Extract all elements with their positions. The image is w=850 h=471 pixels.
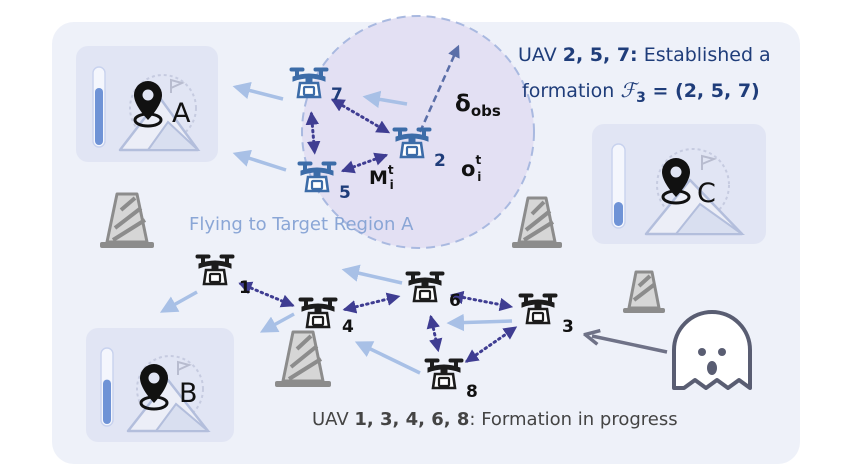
region-label-c: C [697, 178, 716, 209]
caption-uav-ids: 1, 3, 4, 6, 8 [354, 409, 470, 430]
uav-label: 8 [466, 382, 478, 402]
traffic-cone-icon [623, 270, 665, 313]
comm-link-1-4 [238, 281, 295, 308]
region-card-c: C [592, 124, 766, 244]
comm-link-2-5 [340, 152, 389, 174]
established-caption-line2: formation ℱ3 = (2, 5, 7) [522, 78, 760, 106]
comm-link-7-2 [330, 98, 391, 134]
uav-label: 7 [331, 85, 343, 105]
formation-symbol: ℱ [620, 78, 637, 102]
comm-link-4-6 [342, 292, 401, 314]
caption-uav-ids: 2, 5, 7: [562, 44, 638, 66]
region-c-gauge-fill [614, 202, 623, 226]
caption-text: Established a [637, 44, 771, 66]
established-caption-line1: UAV 2, 5, 7: Established a [518, 44, 771, 66]
comm-link-7-5 [305, 111, 321, 155]
uav-6: 6 [404, 270, 461, 311]
region-label-b: B [179, 378, 198, 409]
uav-2: 2 [391, 126, 446, 171]
progress-caption: UAV 1, 3, 4, 6, 8: Formation in progress [312, 409, 678, 430]
comm-link-6-3 [449, 290, 514, 312]
uav-label: 2 [434, 151, 446, 171]
caption-prefix: UAV [518, 44, 563, 66]
region-b-gauge-fill [103, 379, 111, 424]
uav-label: 1 [239, 278, 251, 298]
formation-zone [301, 15, 535, 249]
uav-label: 5 [339, 183, 351, 203]
uav-7: 7 [288, 66, 343, 105]
map-pin-icon [139, 364, 169, 411]
adversary-arrow [592, 336, 668, 354]
map-pin-icon [661, 158, 691, 205]
flag-icon [177, 360, 192, 375]
flag-icon [701, 154, 718, 170]
comm-link-6-8 [426, 314, 443, 353]
formation-value: = (2, 5, 7) [645, 80, 760, 102]
flag-icon [170, 78, 185, 93]
obstacle-distance-label: δobs [455, 91, 501, 120]
traffic-cone-icon [275, 330, 331, 387]
observation-radius-arrow [418, 44, 460, 133]
traffic-cone-icon [100, 192, 154, 248]
uav-1: 1 [194, 253, 251, 298]
uav-3: 3 [517, 292, 574, 337]
uav-4: 4 [297, 296, 354, 337]
caption-text: : Formation in progress [469, 409, 678, 430]
region-card-b: B [86, 328, 234, 442]
ghost-icon [672, 310, 752, 390]
traffic-cone-icon [512, 196, 562, 248]
uav-label: 6 [449, 291, 461, 311]
map-pin-icon [133, 81, 163, 128]
movement-arrows [159, 81, 513, 375]
formation-subscript: 3 [636, 90, 646, 106]
region-a-gauge-fill [95, 88, 103, 145]
uav-5: 5 [296, 160, 351, 203]
comm-link-8-3 [464, 326, 518, 363]
uav-8: 8 [423, 357, 478, 402]
uav-label: 3 [562, 317, 574, 337]
caption-prefix: UAV [312, 409, 355, 430]
zone-caption: Flying to Target Region A [189, 214, 414, 235]
caption-text: formation [522, 80, 621, 102]
uav-label: 4 [342, 317, 354, 337]
region-card-a: A [76, 46, 218, 162]
region-label-a: A [172, 98, 191, 129]
